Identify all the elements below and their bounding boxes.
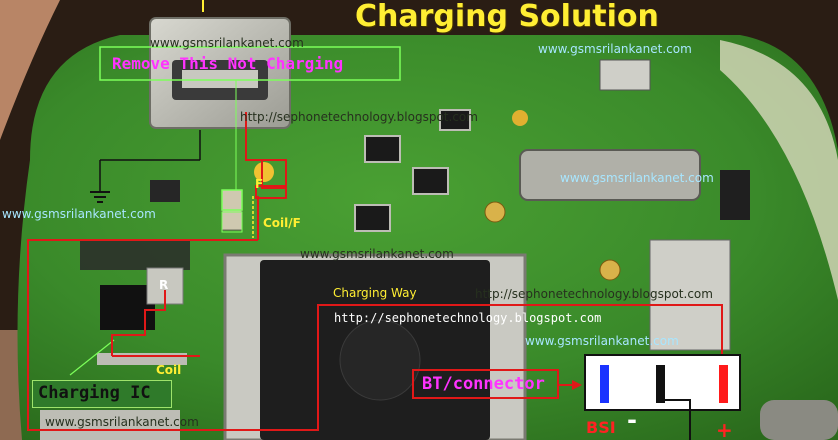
watermark: www.gsmsrilankanet.com	[150, 36, 304, 50]
pcb-edge-highlight	[720, 40, 838, 300]
bottom-connector	[40, 410, 180, 440]
charging-way-trace	[27, 112, 723, 431]
bt-connector-box	[412, 369, 559, 399]
pad	[364, 135, 401, 163]
test-point	[599, 259, 621, 281]
usb-port-tongue	[182, 70, 258, 88]
pad	[354, 204, 391, 232]
watermark: http://sephonetechnology.blogspot.com	[475, 287, 713, 301]
vibrator-motor	[519, 149, 701, 201]
component	[150, 180, 180, 202]
page-title: Charging Solution	[355, 0, 659, 34]
fuse-label: F	[255, 177, 264, 191]
bsi-label: BSI	[586, 418, 616, 437]
remove-target-box	[221, 189, 243, 211]
battery-minus-pin	[656, 365, 665, 403]
fuse-highlight	[255, 185, 287, 199]
remove-highlight-box	[99, 46, 401, 81]
coil-label: Coil	[156, 363, 182, 377]
main-ic-mark	[339, 319, 421, 401]
pcb-body	[17, 35, 838, 440]
watermark: www.gsmsrilankanet.com	[2, 207, 156, 221]
bottom-right-part	[760, 400, 838, 440]
test-point	[484, 201, 506, 223]
minus-label: -	[627, 406, 637, 434]
charging-way-label: Charging Way	[333, 286, 417, 300]
pad	[439, 109, 471, 131]
charging-ic-pointer	[69, 339, 115, 376]
battery-plus-pin	[719, 365, 728, 403]
component-row	[80, 240, 190, 270]
charging-ic-label: Charging IC	[38, 383, 151, 403]
bt-connector-label: BT/connector	[422, 374, 545, 394]
connector-arrow	[572, 380, 582, 390]
watermark: www.gsmsrilankanet.com	[560, 171, 714, 185]
ground-lead	[660, 399, 691, 440]
coil-fuse-label: Coil/F	[263, 216, 301, 230]
watermark: http://sephonetechnology.blogspot.com	[240, 110, 478, 124]
component-block	[649, 239, 731, 351]
fuse-pad	[254, 162, 274, 182]
pad	[412, 167, 449, 195]
remove-label: Remove This Not Charging	[112, 54, 344, 73]
watermark: www.gsmsrilankanet.com	[45, 415, 199, 429]
test-point	[512, 110, 528, 126]
switch-component	[599, 59, 651, 91]
charging-ic-box	[32, 380, 172, 408]
ic-chip-small	[720, 170, 750, 220]
resistor-label: R	[159, 278, 169, 292]
plus-label: +	[716, 418, 733, 440]
battery-bsi-pin	[600, 365, 609, 403]
watermark: www.gsmsrilankanet.com	[300, 247, 454, 261]
hand-skin	[0, 0, 60, 140]
blog-url: http://sephonetechnology.blogspot.com	[334, 311, 602, 325]
watermark: www.gsmsrilankanet.com	[538, 42, 692, 56]
remove-target-box	[221, 211, 243, 233]
watermark: www.gsmsrilankanet.com	[525, 334, 679, 348]
